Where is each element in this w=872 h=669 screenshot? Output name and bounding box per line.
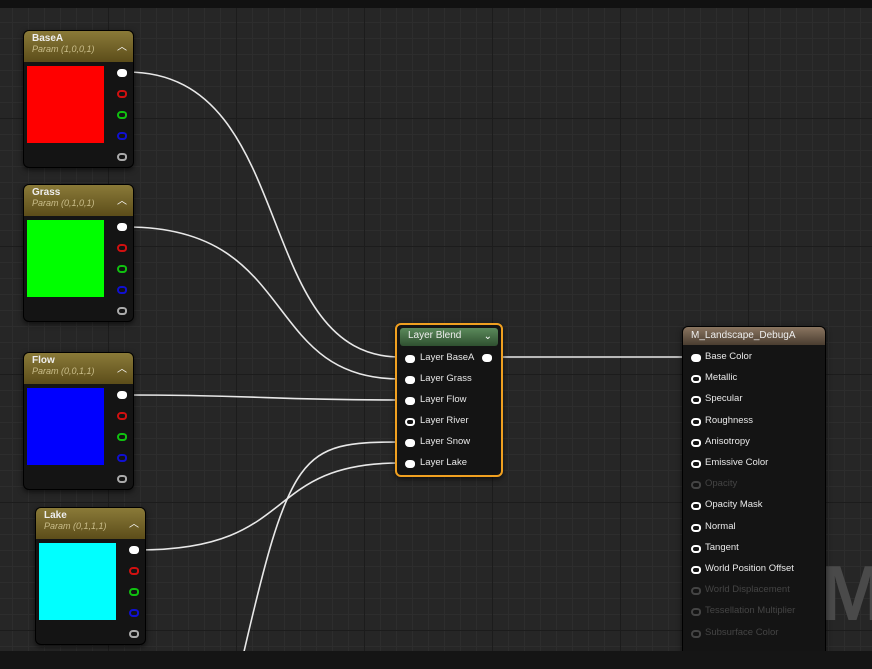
pin-g[interactable] (117, 111, 127, 119)
pin-g[interactable] (129, 588, 139, 596)
pin-r[interactable] (117, 244, 127, 252)
pin-a[interactable] (117, 153, 127, 161)
input-pin[interactable] (691, 417, 701, 426)
input-pin[interactable] (691, 523, 701, 532)
chevron-up-icon[interactable]: ︿ (117, 364, 127, 375)
input-pin[interactable] (691, 354, 701, 362)
input-pin[interactable] (691, 629, 701, 638)
material-input-label: Anisotropy (705, 435, 750, 447)
pin-rgba[interactable] (117, 69, 127, 77)
material-input-label: Subsurface Color (705, 626, 779, 638)
layer-input-label: Layer Lake (420, 457, 468, 468)
material-input-label: Normal (705, 520, 736, 532)
material-input-label: Opacity Mask (705, 499, 763, 511)
pin-b[interactable] (117, 454, 127, 462)
color-swatch (27, 66, 104, 143)
pin-a[interactable] (117, 475, 127, 483)
chevron-up-icon[interactable]: ︿ (117, 42, 127, 53)
layer-input-label: Layer BaseA (420, 352, 475, 363)
input-pin[interactable] (691, 608, 701, 617)
output-pin[interactable] (482, 354, 492, 362)
layer-input-label: Layer Grass (420, 373, 472, 384)
layer-blend-title: Layer Blend (408, 330, 462, 341)
pin-b[interactable] (117, 132, 127, 140)
material-title: M_Landscape_DebugA (683, 327, 825, 345)
input-pin[interactable] (405, 397, 415, 405)
input-pin[interactable] (691, 375, 701, 384)
pin-g[interactable] (117, 265, 127, 273)
input-pin[interactable] (691, 502, 701, 511)
material-input-label: Base Color (705, 351, 752, 362)
pin-b[interactable] (117, 286, 127, 294)
pin-r[interactable] (117, 412, 127, 420)
input-pin[interactable] (691, 544, 701, 553)
pin-rgba[interactable] (117, 223, 127, 231)
material-input-label: World Position Offset (705, 563, 794, 574)
layer-input-label: Layer River (420, 415, 469, 426)
input-pin[interactable] (405, 460, 415, 468)
pin-r[interactable] (117, 90, 127, 98)
wire-snow (239, 441, 401, 669)
material-input-label: Roughness (705, 414, 754, 426)
wire-flow (126, 394, 401, 401)
material-input-label: Metallic (705, 372, 738, 384)
chevron-down-icon[interactable]: ⌄ (483, 331, 492, 342)
pin-rgba[interactable] (129, 546, 139, 554)
layer-input-label: Layer Snow (420, 436, 471, 447)
chevron-up-icon[interactable]: ︿ (117, 196, 127, 207)
color-swatch (39, 543, 116, 620)
input-pin[interactable] (405, 355, 415, 363)
param-value: Param (0,1,0,1) (32, 198, 95, 208)
material-input-label: Tessellation Multiplier (705, 605, 796, 617)
pin-r[interactable] (129, 567, 139, 575)
param-name: BaseA (32, 33, 64, 44)
material-input-label: Specular (705, 393, 743, 405)
pin-g[interactable] (117, 433, 127, 441)
layer-input-label: Layer Flow (420, 394, 467, 405)
pin-a[interactable] (129, 630, 139, 638)
pin-rgba[interactable] (117, 391, 127, 399)
wire-grass (126, 226, 401, 380)
input-pin[interactable] (691, 460, 701, 468)
bottom-bar (0, 651, 872, 669)
input-pin[interactable] (405, 418, 415, 426)
wire-lake (138, 462, 401, 551)
layer-blend-header[interactable]: Layer Blend ⌄ (400, 328, 498, 346)
param-name: Lake (44, 510, 67, 521)
chevron-up-icon[interactable]: ︿ (129, 519, 139, 530)
material-input-label: Opacity (705, 478, 738, 490)
wire-basea (126, 71, 401, 358)
input-pin[interactable] (405, 439, 415, 447)
input-pin[interactable] (691, 587, 701, 596)
material-domain-watermark: M (820, 549, 872, 637)
top-bar (0, 0, 872, 8)
param-name: Grass (32, 187, 61, 198)
input-pin[interactable] (405, 376, 415, 384)
input-pin[interactable] (691, 566, 701, 574)
material-input-label: Tangent (705, 541, 739, 553)
param-name: Flow (32, 355, 55, 366)
material-input-label: World Displacement (705, 584, 790, 596)
input-pin[interactable] (691, 438, 701, 447)
material-input-label: Emissive Color (705, 457, 769, 468)
pin-a[interactable] (117, 307, 127, 315)
pin-b[interactable] (129, 609, 139, 617)
param-value: Param (0,1,1,1) (44, 521, 107, 531)
input-pin[interactable] (691, 481, 701, 490)
color-swatch (27, 220, 104, 297)
color-swatch (27, 388, 104, 465)
input-pin[interactable] (691, 396, 701, 405)
param-value: Param (0,0,1,1) (32, 366, 95, 376)
param-value: Param (1,0,0,1) (32, 44, 95, 54)
